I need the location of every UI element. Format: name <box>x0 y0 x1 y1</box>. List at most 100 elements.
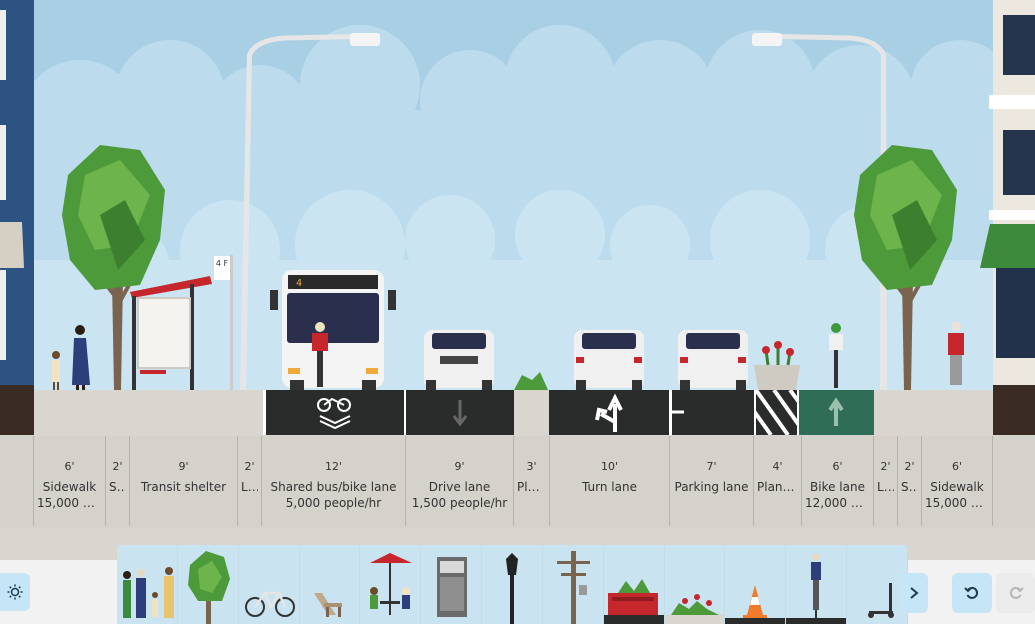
tree-left <box>62 145 165 390</box>
segment-width: 9' <box>178 460 189 473</box>
segment-sidewalk-tree-right[interactable]: 2' Si... <box>897 436 921 526</box>
hatch-buffer-icon <box>744 388 803 437</box>
bicycle-icon <box>244 591 295 617</box>
arrow-down-icon <box>452 400 468 427</box>
segment-sidewalk-right[interactable]: 6' Sidewalk 15,000 pe... <box>921 436 993 526</box>
parklet-icon <box>603 579 664 624</box>
palette-tile-tree[interactable] <box>177 545 239 624</box>
segment-width: 2' <box>112 460 123 473</box>
cyclist-bike-lane <box>829 323 843 388</box>
redo-icon <box>1009 586 1024 599</box>
segment-width: 2' <box>904 460 915 473</box>
palette-tile-parklet[interactable] <box>603 545 665 624</box>
pedestrian-child <box>52 351 60 390</box>
lane-surface-planting-strip[interactable] <box>514 390 549 435</box>
planter-box <box>754 341 800 390</box>
lane-surface-turn[interactable] <box>549 390 669 435</box>
palette-tile-planting[interactable] <box>664 545 726 624</box>
segment-width: 6' <box>832 460 843 473</box>
settings-button[interactable] <box>0 573 30 611</box>
segment-capacity: 15,000 pe... <box>925 496 989 510</box>
segment-parking-lane[interactable]: 7' Parking lane <box>669 436 753 526</box>
car-parking-lane <box>678 330 748 390</box>
palette-tile-wayfinding[interactable] <box>421 545 483 624</box>
bench-icon <box>313 593 342 617</box>
segment-name[interactable]: Shared bus/bike lane <box>270 480 397 494</box>
pedestrian-woman <box>72 325 90 390</box>
traffic-cone-icon <box>725 585 786 624</box>
palette-tile-utility-pole[interactable] <box>542 545 604 624</box>
palette-tile-cafe[interactable] <box>360 545 422 624</box>
segment-lamp-left[interactable]: 2' L... <box>237 436 261 526</box>
lane-surface-bike[interactable] <box>799 390 874 435</box>
segment-width: 2' <box>244 460 255 473</box>
segment-name[interactable]: Si... <box>109 480 126 494</box>
segment-capacity: 15,000 pe... <box>37 496 102 510</box>
segment-width: 6' <box>64 460 75 473</box>
turn-left-straight-arrow-icon <box>595 393 623 432</box>
cyclist-bus-lane <box>312 322 328 387</box>
lane-surface-buffer[interactable] <box>744 388 803 437</box>
segment-name[interactable]: Transit shelter <box>140 480 227 494</box>
lane-surface-drive[interactable] <box>404 390 514 435</box>
segment-width: 10' <box>600 460 619 473</box>
palette-tile-people[interactable] <box>117 545 178 624</box>
segment-transit-shelter[interactable]: 9' Transit shelter <box>129 436 237 526</box>
transit-shelter: 4 F <box>130 255 233 390</box>
palette-tile-bikeshare[interactable] <box>786 545 848 624</box>
sun-icon <box>7 584 23 600</box>
segment-name[interactable]: Bike lane <box>810 480 865 494</box>
segment-name[interactable]: Sidewalk <box>930 480 984 494</box>
pedestrian-right <box>948 321 964 385</box>
segment-planter[interactable]: 4' Plante... <box>753 436 801 526</box>
palette-tile-scooter[interactable] <box>847 545 908 624</box>
segment-sidewalk-left[interactable]: 6' Sidewalk 15,000 pe... <box>33 436 105 526</box>
segment-drive-lane[interactable]: 9' Drive lane 1,500 people/hr <box>405 436 513 526</box>
segment-capacity: 5,000 people/hr <box>285 496 382 510</box>
redo-button[interactable] <box>996 573 1035 613</box>
segment-width: 4' <box>772 460 783 473</box>
segment-turn-lane[interactable]: 10' Turn lane <box>549 436 669 526</box>
wayfinding-sign-icon <box>437 557 468 617</box>
palette-tile-bike-rack[interactable] <box>238 545 300 624</box>
bus: 4 <box>270 270 396 390</box>
planting-icon <box>664 594 725 624</box>
segment-name[interactable]: L... <box>241 480 258 494</box>
segment-capacity: 1,500 people/hr <box>411 496 508 510</box>
lane-surface-shared-bus-bike[interactable] <box>263 390 404 435</box>
segment-bike-lane[interactable]: 6' Bike lane 12,000 pe... <box>801 436 873 526</box>
segment-name[interactable]: Turn lane <box>582 480 637 494</box>
chevron-right-icon <box>910 587 919 599</box>
segment-width: 3' <box>526 460 537 473</box>
segment-capacity: 12,000 pe... <box>805 496 870 510</box>
segment-width: 12' <box>324 460 343 473</box>
segment-name[interactable]: Pla... <box>517 480 546 494</box>
segment-name[interactable]: Drive lane <box>428 480 491 494</box>
segment-width: 2' <box>880 460 891 473</box>
cafe-table-icon <box>370 553 413 615</box>
palette-tile-traffic-cone[interactable] <box>725 545 787 624</box>
building-base-left <box>0 386 34 435</box>
left-building <box>0 0 34 390</box>
utility-pole-icon <box>556 551 590 624</box>
shelter-sign-text: 4 F <box>216 259 229 268</box>
lane-surface-parking[interactable] <box>669 390 754 435</box>
segment-name[interactable]: Sidewalk <box>42 480 97 494</box>
segment-name[interactable]: L... <box>877 480 894 494</box>
tree-icon <box>187 551 230 624</box>
segment-name[interactable]: Si... <box>901 480 918 494</box>
segment-sidewalk-tree-left[interactable]: 2' Si... <box>105 436 129 526</box>
segment-shared-bus-bike[interactable]: 12' Shared bus/bike lane 5,000 people/hr <box>261 436 405 526</box>
segment-name[interactable]: Parking lane <box>674 480 749 494</box>
palette-tile-street-lamp[interactable] <box>482 545 543 624</box>
segment-planting-strip[interactable]: 3' Pla... <box>513 436 549 526</box>
segment-labels: 6' Sidewalk 15,000 pe... 2' Si... 9' Tra… <box>0 436 1035 528</box>
segment-lamp-right[interactable]: 2' L... <box>873 436 897 526</box>
palette-tile-bench[interactable] <box>299 545 361 624</box>
palette-scroll-right-button[interactable] <box>900 573 928 613</box>
scene-illustration: 4 F 4 <box>0 0 1035 390</box>
undo-button[interactable] <box>952 573 992 613</box>
segment-width: 9' <box>454 460 465 473</box>
tree-right <box>854 145 957 390</box>
segment-name[interactable]: Plante... <box>757 480 798 494</box>
